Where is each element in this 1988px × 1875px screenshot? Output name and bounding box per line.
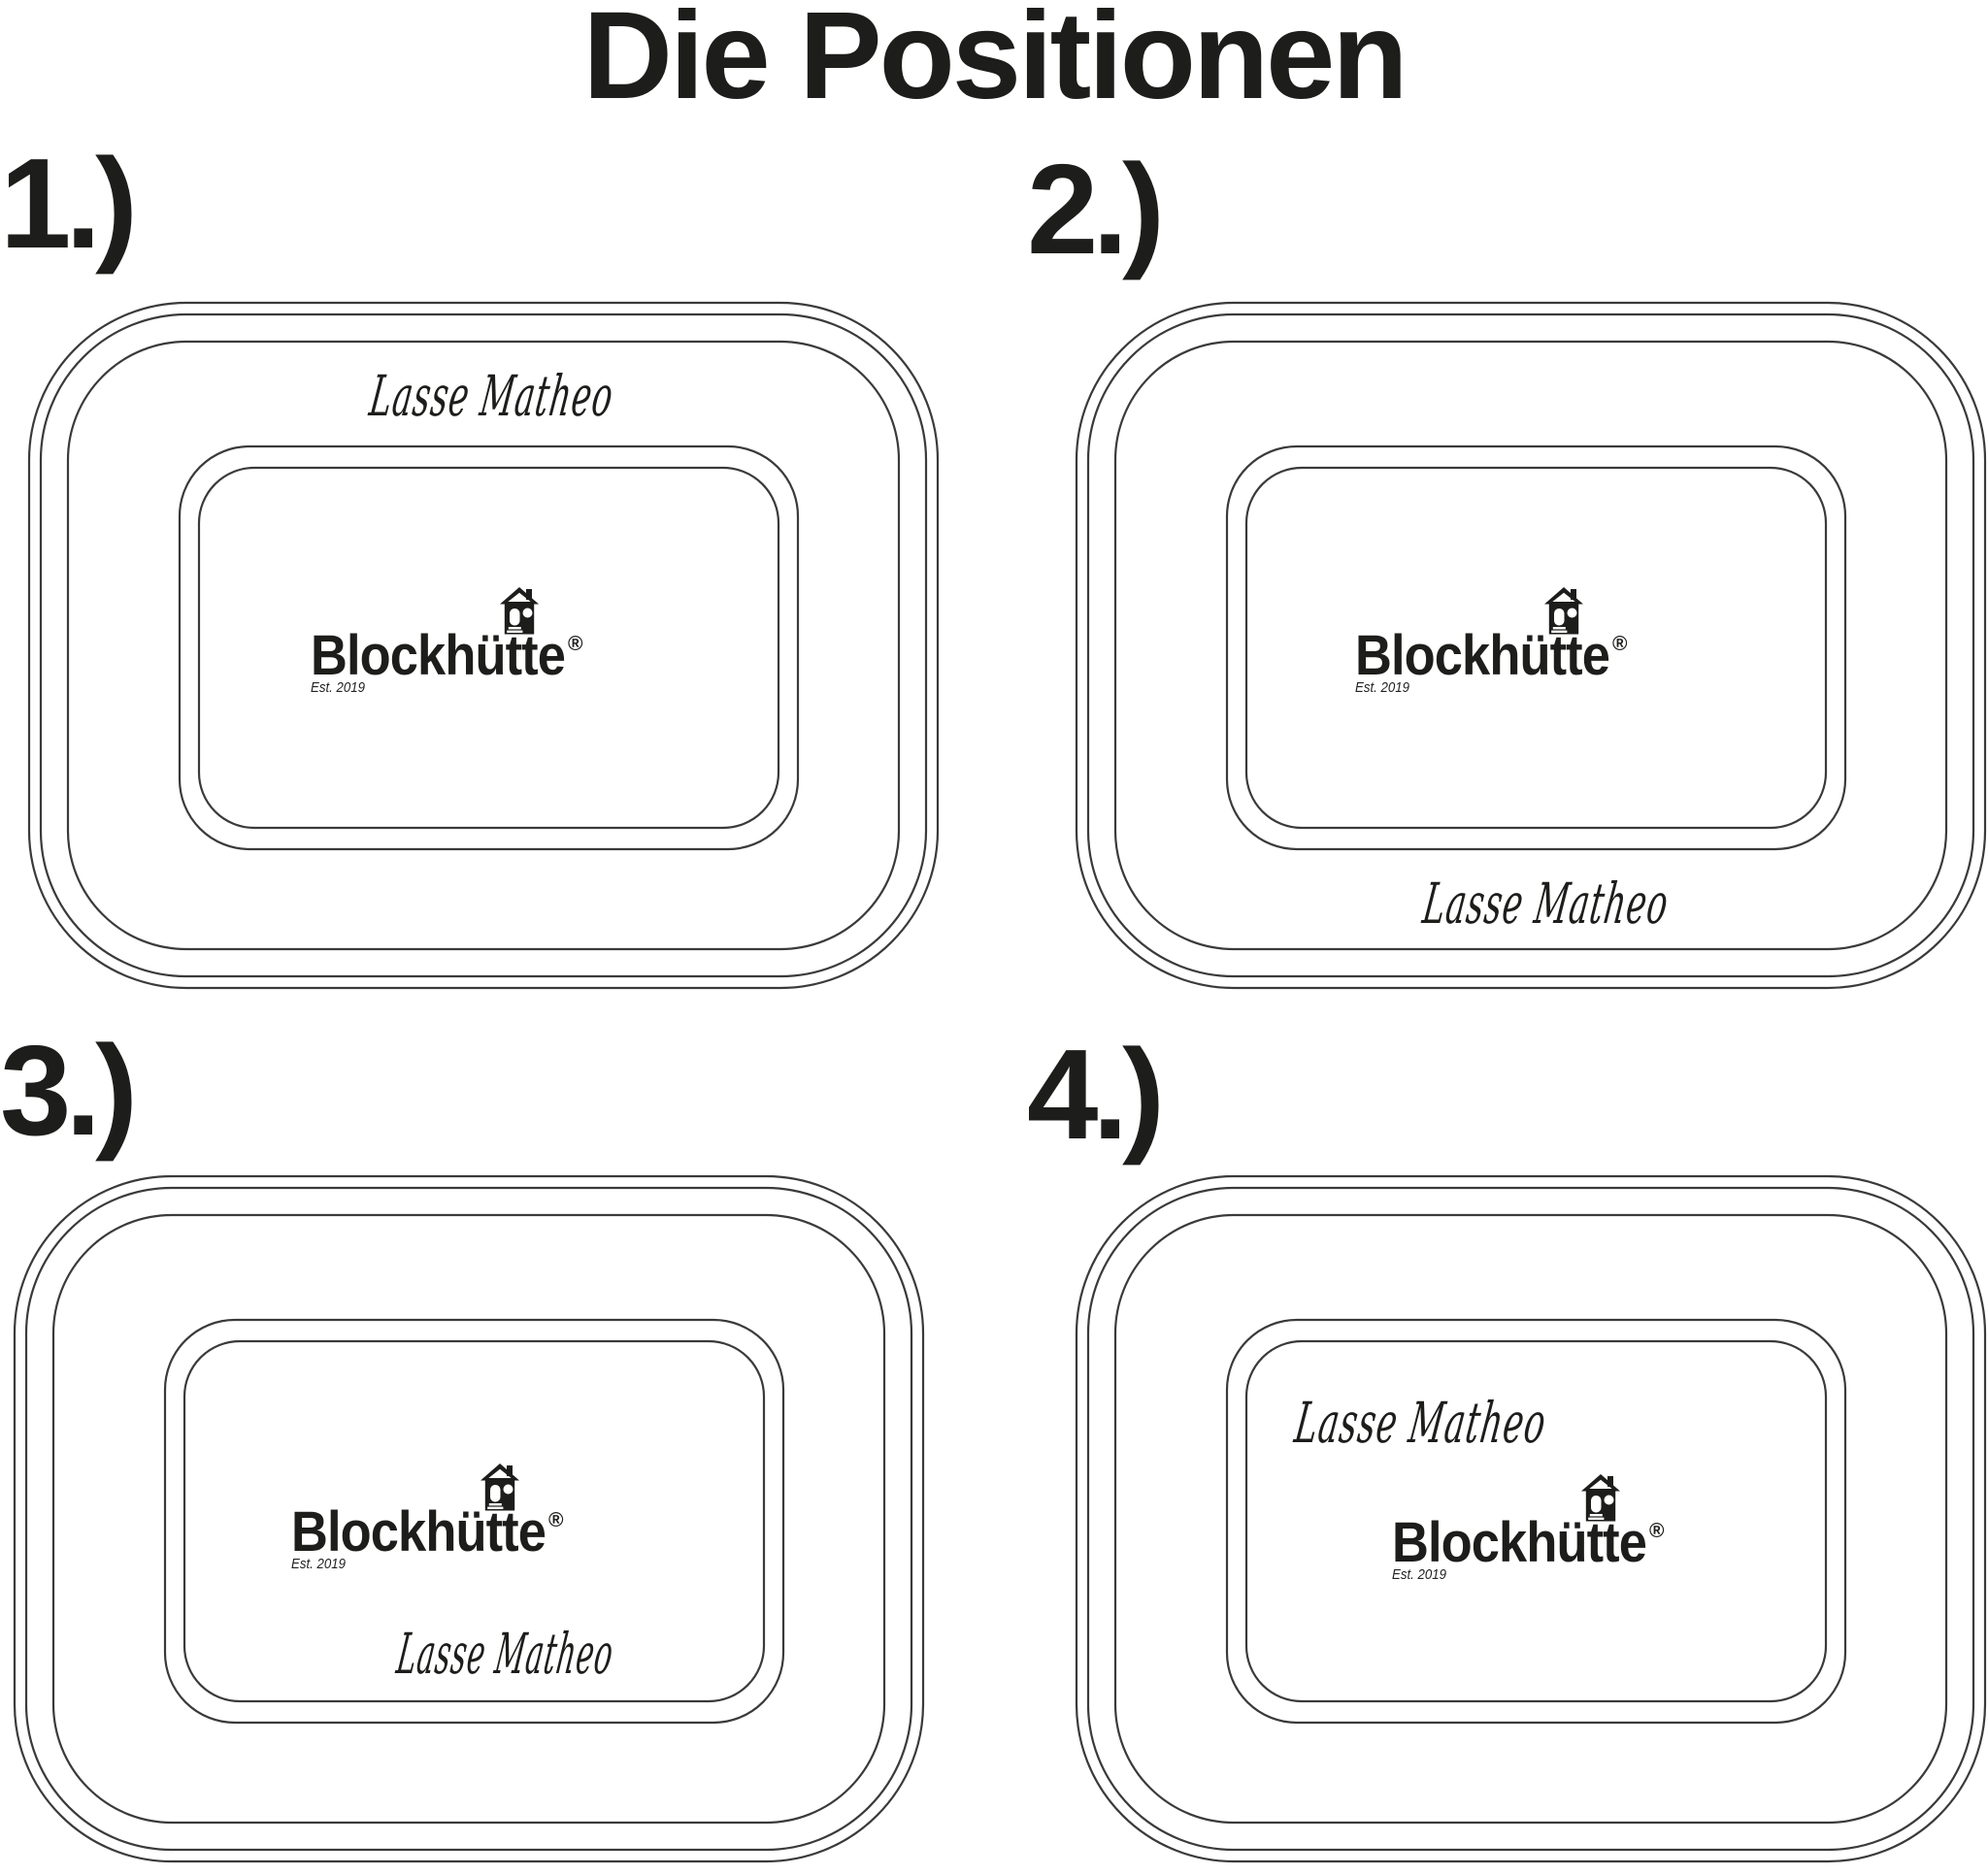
inner-panel-line xyxy=(163,1318,785,1725)
engraved-name: Lasse Matheo xyxy=(365,363,617,429)
position-label-3: 3.) xyxy=(0,1019,138,1162)
brand-name: Blockhütte xyxy=(1355,624,1609,687)
position-label-2: 2.) xyxy=(1027,138,1165,280)
engraved-name: Lasse Matheo xyxy=(1418,871,1673,937)
outer-rim-line xyxy=(1086,312,1975,978)
lid-diagram-3: Lasse Matheo Blockhütte ® Est. 2019 xyxy=(13,1174,925,1863)
page-title: Die Positionen xyxy=(582,0,1408,125)
brand-name: Blockhütte xyxy=(311,624,565,687)
outer-rim-line xyxy=(13,1174,925,1863)
lid-diagram-2: Lasse Matheo Blockhütte ® Est. 2019 xyxy=(1075,301,1987,990)
outer-rim-line xyxy=(1086,1186,1975,1852)
lid-outline-drawing: Lasse Matheo Blockhütte ® Est. 2019 xyxy=(27,301,940,990)
outer-rim-line xyxy=(51,1213,886,1825)
lid-diagram-1: Lasse Matheo Blockhütte ® Est. 2019 xyxy=(27,301,940,990)
position-label-4: 4.) xyxy=(1027,1023,1165,1166)
outer-rim-line xyxy=(27,301,940,990)
inner-panel-line xyxy=(197,466,780,830)
lid-outline-drawing: Lasse Matheo Blockhütte ® Est. 2019 xyxy=(1075,1174,1987,1863)
engraved-name: Lasse Matheo xyxy=(393,1621,618,1687)
lid-outline-drawing: Lasse Matheo Blockhütte ® Est. 2019 xyxy=(1075,301,1987,990)
inner-panel-line xyxy=(1225,444,1847,851)
outer-rim-line xyxy=(24,1186,913,1852)
lid-outline-drawing: Lasse Matheo Blockhütte ® Est. 2019 xyxy=(13,1174,925,1863)
outer-rim-line xyxy=(39,312,928,978)
inner-panel-line xyxy=(178,444,800,851)
inner-panel-line xyxy=(182,1339,766,1703)
outer-rim-line xyxy=(1113,340,1948,951)
outer-rim-line xyxy=(66,340,901,951)
registered-mark: ® xyxy=(568,633,583,655)
brand-name: Blockhütte xyxy=(1392,1511,1646,1574)
brand-name: Blockhütte xyxy=(291,1500,546,1563)
outer-rim-line xyxy=(1113,1213,1948,1825)
registered-mark: ® xyxy=(548,1509,564,1531)
registered-mark: ® xyxy=(1649,1520,1665,1542)
outer-rim-line xyxy=(1075,301,1987,990)
established-text: Est. 2019 xyxy=(1392,1566,1447,1583)
house-icon xyxy=(480,1464,519,1511)
house-icon xyxy=(1581,1474,1620,1522)
house-icon xyxy=(1544,587,1583,635)
inner-panel-line xyxy=(1225,1318,1847,1725)
established-text: Est. 2019 xyxy=(291,1556,347,1572)
brand-logo: Blockhütte ® Est. 2019 xyxy=(1355,587,1628,696)
lid-diagram-4: Lasse Matheo Blockhütte ® Est. 2019 xyxy=(1075,1174,1987,1863)
position-label-1: 1.) xyxy=(0,132,138,275)
brand-logo: Blockhütte ® Est. 2019 xyxy=(291,1464,564,1572)
inner-panel-line xyxy=(1244,466,1828,830)
inner-panel-line xyxy=(1244,1339,1828,1703)
brand-logo: Blockhütte ® Est. 2019 xyxy=(311,587,583,696)
established-text: Est. 2019 xyxy=(311,679,366,696)
engraved-name: Lasse Matheo xyxy=(1290,1390,1550,1456)
outer-rim-line xyxy=(1075,1174,1987,1863)
house-icon xyxy=(500,587,539,635)
established-text: Est. 2019 xyxy=(1355,679,1410,696)
registered-mark: ® xyxy=(1612,633,1628,655)
brand-logo: Blockhütte ® Est. 2019 xyxy=(1392,1474,1665,1583)
